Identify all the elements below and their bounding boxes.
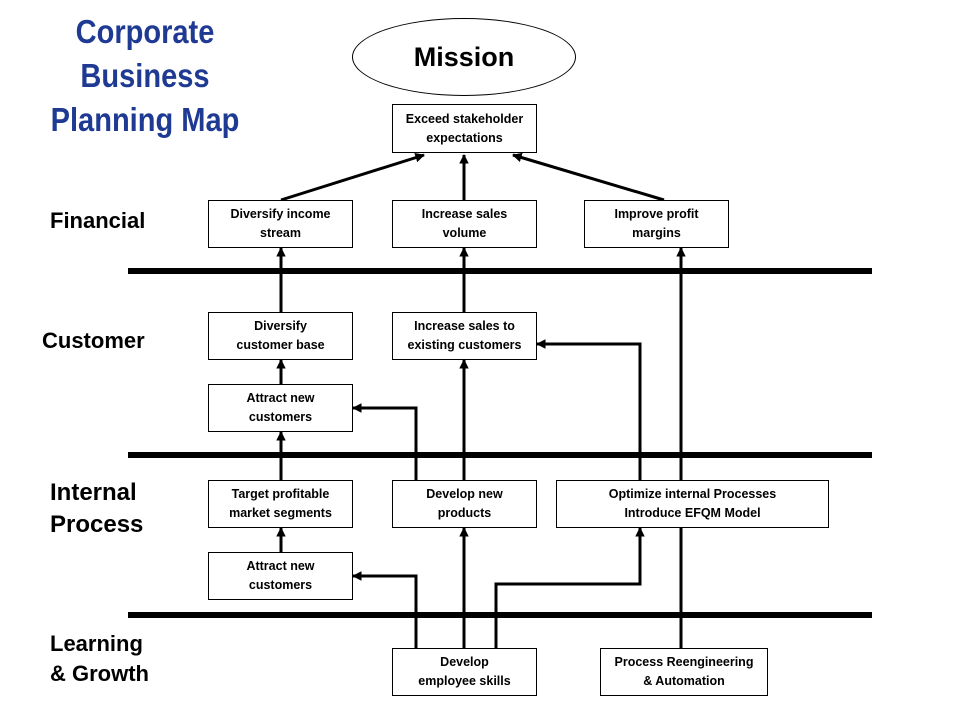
mission-ellipse: Mission (352, 18, 576, 96)
layer-label-learning-growth: Learning & Growth (50, 629, 149, 689)
box-text-line: Develop (440, 655, 489, 669)
box-text-line: Increase sales to (414, 319, 515, 333)
box-text-line: expectations (426, 130, 503, 145)
arrow-skills-to-optimize (494, 527, 645, 648)
box-text-line: existing customers (407, 338, 522, 352)
box-text-line: Attract new (246, 559, 315, 573)
layer-label-customer: Customer (42, 326, 145, 356)
box-text-line: Introduce EFQM Model (624, 506, 761, 520)
box-develop-employee-skills: Develop employee skills (392, 648, 537, 696)
title-line-2: Business (80, 57, 210, 94)
box-text-line: customer base (236, 338, 325, 352)
box-text-line: stream (260, 226, 301, 240)
box-text-line: volume (442, 226, 487, 240)
arrow-products-to-attract (352, 403, 418, 480)
box-text-line: Diversify (254, 319, 307, 333)
box-text-line: Diversify income (230, 207, 331, 221)
box-attract-new-customers: Attract new customers (208, 384, 353, 432)
box-increase-sales-volume: Increase sales volume (392, 200, 537, 248)
layer-learning-line-2: & Growth (50, 661, 149, 686)
box-improve-profit-margins: Improve profit margins (584, 200, 729, 248)
box-diversify-income-stream: Diversify income stream (208, 200, 353, 248)
box-text-line: margins (632, 226, 681, 240)
box-text-line: market segments (229, 506, 332, 520)
box-target-profitable-market-segments: Target profitable market segments (208, 480, 353, 528)
box-increase-sales-existing-customers: Increase sales to existing customers (392, 312, 537, 360)
box-text-line: Optimize internal Processes (608, 487, 777, 501)
box-optimize-internal-processes: Optimize internal Processes Introduce EF… (556, 480, 829, 528)
layer-financial-text: Financial (50, 208, 146, 233)
box-text-line: Process Reengineering (614, 655, 754, 669)
arrow-optimize-to-existing (536, 339, 642, 480)
page-title: Corporate Business Planning Map (44, 10, 246, 142)
arrow-margins-to-exceed (512, 152, 665, 202)
box-develop-new-products: Develop new products (392, 480, 537, 528)
box-text-line: & Automation (643, 674, 725, 688)
layer-label-financial: Financial (50, 206, 145, 236)
divider-financial-customer (128, 268, 872, 274)
divider-internal-learning (128, 612, 872, 618)
box-text-line: products (437, 506, 492, 520)
box-diversify-customer-base: Diversify customer base (208, 312, 353, 360)
layer-customer-text: Customer (42, 328, 145, 353)
layer-learning-line-1: Learning (50, 631, 143, 656)
title-line-1: Corporate (75, 13, 215, 50)
layer-label-internal-process: Internal Process (50, 477, 143, 541)
box-text-line: Attract new (246, 391, 315, 405)
layer-internal-line-2: Process (50, 511, 144, 538)
box-text-line: customers (248, 410, 313, 424)
box-text-line: Improve profit (614, 207, 699, 221)
box-exceed-stakeholder-expectations: Exceed stakeholder expectations (392, 104, 537, 153)
divider-customer-internal (128, 452, 872, 458)
arrow-skills-to-attract-internal (352, 571, 418, 648)
box-text-line: customers (248, 578, 313, 592)
box-text-line: employee skills (418, 674, 511, 688)
box-text-line: Exceed stakeholder (405, 111, 524, 126)
box-text-line: Increase sales (421, 207, 508, 221)
layer-internal-line-1: Internal (50, 479, 137, 506)
arrow-income-to-exceed (280, 153, 425, 202)
box-text-line: Develop new (426, 487, 503, 501)
title-line-3: Planning Map (50, 101, 240, 138)
mission-label: Mission (413, 41, 515, 72)
box-attract-new-customers-internal: Attract new customers (208, 552, 353, 600)
box-process-reengineering-automation: Process Reengineering & Automation (600, 648, 768, 696)
box-text-line: Target profitable (231, 487, 330, 501)
